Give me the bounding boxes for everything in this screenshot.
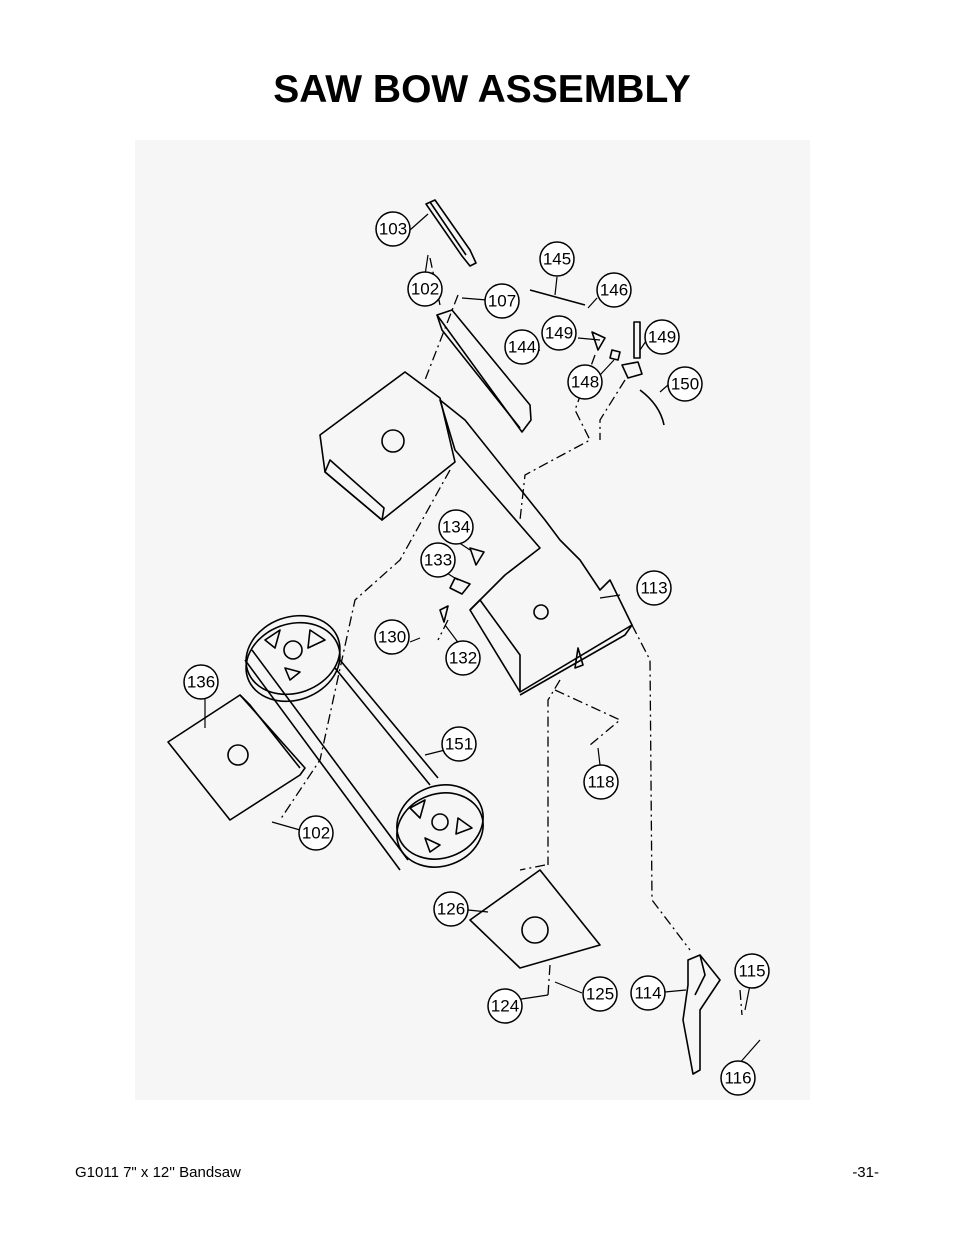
svg-text:150: 150 [671, 375, 699, 394]
svg-text:116: 116 [724, 1069, 751, 1088]
callout-125: 125 [582, 976, 618, 1012]
callout-134: 134 [438, 509, 474, 545]
callout-144: 144 [504, 329, 540, 365]
callout-130: 130 [374, 619, 410, 655]
svg-text:126: 126 [437, 900, 465, 919]
svg-text:115: 115 [738, 962, 765, 981]
svg-text:145: 145 [543, 250, 571, 269]
page-title: SAW BOW ASSEMBLY [273, 68, 691, 111]
footer-model: G1011 7" x 12'' Bandsaw [75, 1164, 241, 1181]
callout-150: 150 [667, 366, 703, 402]
part-136-cover [167, 694, 306, 821]
part-126-plate [469, 869, 601, 969]
svg-text:125: 125 [586, 985, 614, 1004]
callout-102-bottom: 102 [298, 815, 334, 851]
callout-132: 132 [445, 640, 481, 676]
callout-124: 124 [487, 988, 523, 1024]
svg-text:124: 124 [491, 997, 519, 1016]
callout-136: 136 [183, 664, 219, 700]
callout-116: 116 [720, 1060, 756, 1096]
svg-text:130: 130 [378, 628, 406, 647]
callout-103: 103 [375, 211, 411, 247]
svg-text:107: 107 [488, 292, 516, 311]
callout-149-left: 149 [541, 315, 577, 351]
svg-text:146: 146 [600, 281, 628, 300]
part-small-hardware [439, 289, 665, 623]
svg-text:113: 113 [640, 579, 667, 598]
part-103-guard-bar [425, 199, 477, 267]
callout-118: 118 [583, 764, 619, 800]
svg-text:144: 144 [508, 338, 536, 357]
svg-text:134: 134 [442, 518, 470, 537]
part-upper-plate [319, 371, 456, 521]
svg-text:132: 132 [449, 649, 477, 668]
callout-149-right: 149 [644, 319, 680, 355]
part-151-belt [244, 649, 439, 871]
callout-133: 133 [420, 542, 456, 578]
svg-text:102: 102 [302, 824, 330, 843]
part-144-bracket [436, 309, 532, 433]
svg-text:118: 118 [587, 773, 614, 792]
callout-148: 148 [567, 364, 603, 400]
footer-page-number: -31- [852, 1164, 879, 1181]
svg-text:149: 149 [648, 328, 676, 347]
callout-126: 126 [433, 891, 469, 927]
callout-151: 151 [441, 726, 477, 762]
part-114-blade-guide [682, 954, 721, 1075]
leader-lines [204, 213, 761, 1066]
svg-text:151: 151 [445, 735, 473, 754]
svg-text:114: 114 [634, 984, 661, 1003]
assembly-lines [279, 257, 743, 1016]
svg-text:148: 148 [571, 373, 599, 392]
callout-102-top: 102 [407, 271, 443, 307]
svg-text:136: 136 [187, 673, 215, 692]
callout-107: 107 [484, 283, 520, 319]
diagram-background [135, 140, 810, 1100]
svg-text:102: 102 [411, 280, 439, 299]
callout-115: 115 [734, 953, 770, 989]
callout-145: 145 [539, 241, 575, 277]
callout-113: 113 [636, 570, 672, 606]
svg-text:103: 103 [379, 220, 407, 239]
callout-114: 114 [630, 975, 666, 1011]
callout-146: 146 [596, 272, 632, 308]
svg-text:149: 149 [545, 324, 573, 343]
part-pulley-lower [396, 784, 484, 868]
svg-text:133: 133 [424, 551, 452, 570]
part-pulley-upper [245, 614, 341, 703]
